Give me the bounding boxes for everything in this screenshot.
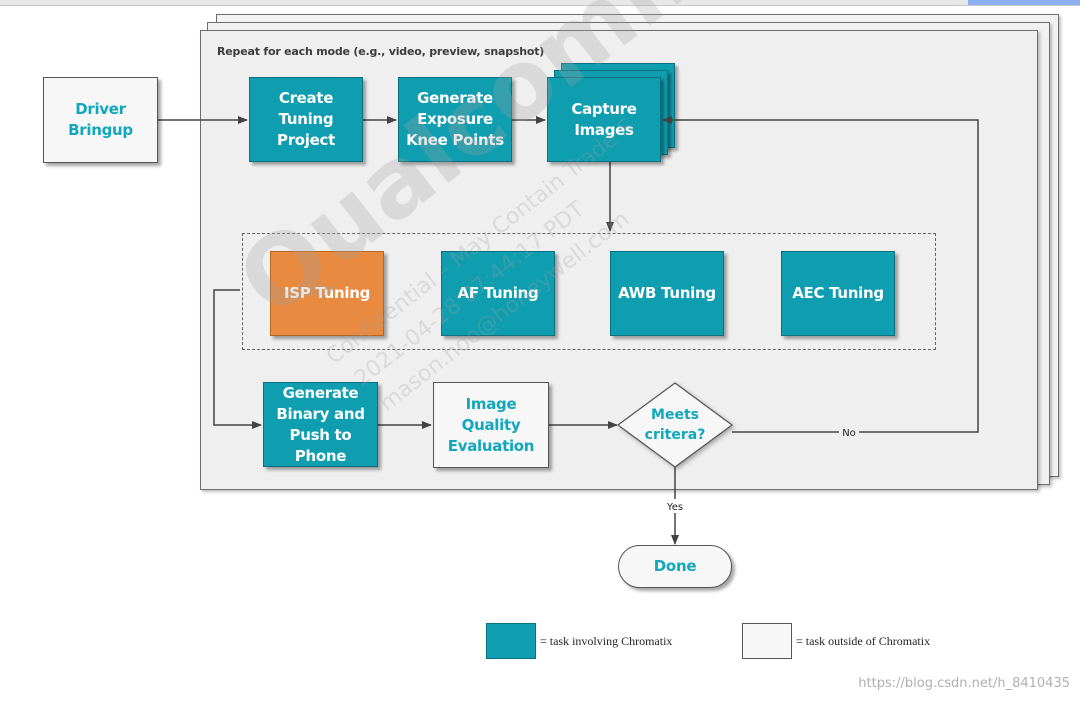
tuning-group (242, 233, 936, 350)
create-tuning-project-node: Create Tuning Project (249, 77, 363, 162)
generate-exposure-knee-points-node: Generate Exposure Knee Points (398, 77, 512, 162)
isp-tuning-node: ISP Tuning (270, 251, 384, 336)
legend-teal-swatch (486, 623, 536, 659)
no-label: No (842, 428, 856, 439)
edge-group-to-binary (213, 289, 262, 429)
legend-white-swatch (742, 623, 792, 659)
meets-criteria-line2: critera? (645, 427, 706, 443)
meets-criteria-line1: Meets (651, 407, 699, 423)
legend-teal-label: = task involving Chromatix (540, 634, 673, 648)
awb-tuning-node: AWB Tuning (610, 251, 724, 336)
no-label-bg (839, 425, 859, 439)
af-tuning-node: AF Tuning (441, 251, 555, 336)
generate-binary-node: Generate Binary and Push to Phone (263, 382, 378, 467)
capture-images-node: Capture Images (547, 77, 661, 162)
yes-label: Yes (666, 502, 683, 513)
driver-bringup-node: Driver Bringup (43, 77, 158, 163)
legend-white-label: = task outside of Chromatix (796, 634, 931, 648)
meets-criteria-diamond (616, 382, 734, 468)
repeat-label: Repeat for each mode (e.g., video, previ… (217, 45, 545, 58)
aec-tuning-node: AEC Tuning (781, 251, 895, 336)
yes-label-bg (663, 499, 687, 513)
blog-credit: https://blog.csdn.net/h_8410435 (858, 676, 1070, 691)
top-window-strip (0, 0, 1080, 6)
image-quality-evaluation-node: Image Quality Evaluation (433, 382, 549, 468)
top-accent-bar (968, 0, 1080, 5)
done-node: Done (618, 545, 732, 588)
